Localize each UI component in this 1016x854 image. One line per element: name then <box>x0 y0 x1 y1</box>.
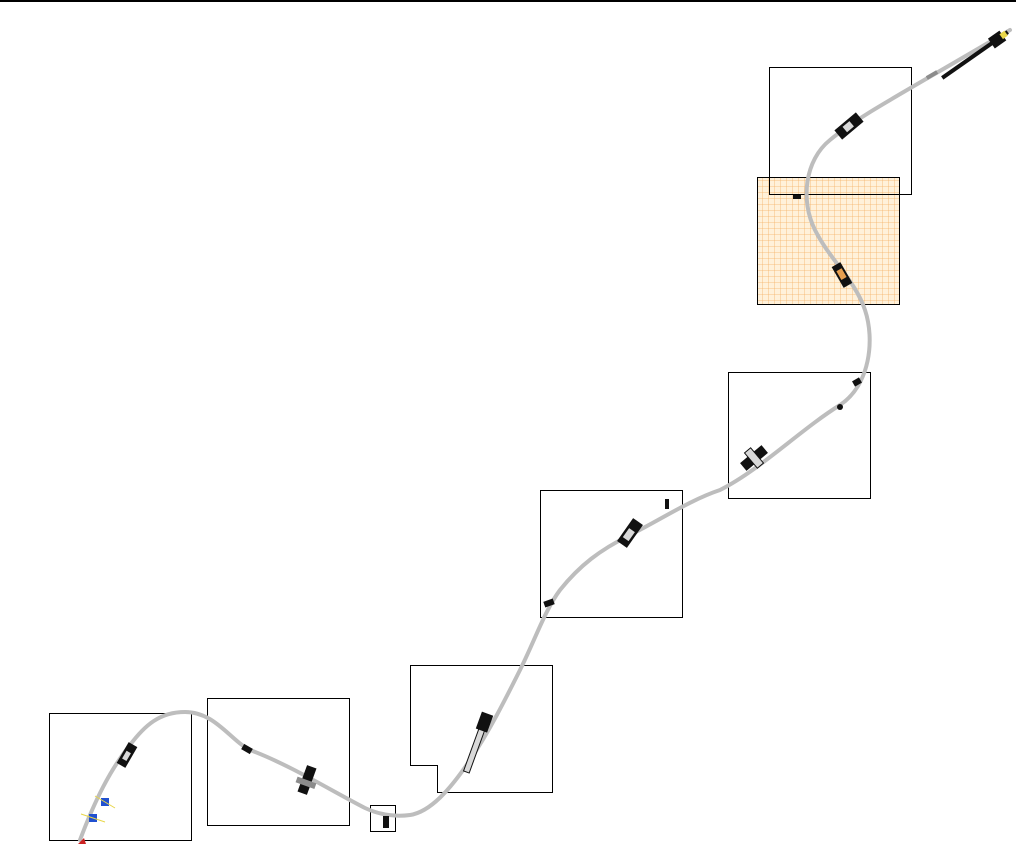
aircraft-part-icon[interactable] <box>834 112 864 140</box>
sheet-frame-2[interactable] <box>207 698 350 826</box>
clamp-icon[interactable] <box>383 816 389 828</box>
sheet-frame-6[interactable] <box>728 372 871 499</box>
terminal-assembly-icon[interactable] <box>939 27 1011 83</box>
aircraft-part-icon[interactable] <box>617 518 643 548</box>
sheet-frame-5[interactable] <box>540 490 683 618</box>
sheet-frame-7-selected[interactable] <box>757 177 900 305</box>
clamp-icon[interactable] <box>665 499 669 509</box>
aircraft-part-icon[interactable] <box>293 763 321 796</box>
sheet-frame-8[interactable] <box>769 67 912 195</box>
sheet-frame-3[interactable] <box>370 805 396 832</box>
components <box>78 27 1011 844</box>
bracket-icon[interactable] <box>461 711 494 774</box>
clamp-icon[interactable] <box>837 404 843 410</box>
sheet-frames <box>49 67 912 841</box>
aircraft-part-icon[interactable] <box>737 441 771 474</box>
sheet-frame-1[interactable] <box>49 713 192 841</box>
aircraft-part-icon[interactable] <box>831 262 853 288</box>
clamp-icon[interactable] <box>543 598 555 608</box>
aircraft-part-icon[interactable] <box>116 742 138 768</box>
connector-icon[interactable] <box>94 795 116 809</box>
end-marker-icon <box>78 838 86 844</box>
clamp-icon[interactable] <box>925 70 939 80</box>
sheet-frame-4[interactable] <box>410 665 553 793</box>
connector-icon[interactable] <box>80 813 106 823</box>
clamp-icon[interactable] <box>241 743 253 755</box>
clamp-icon[interactable] <box>852 377 862 387</box>
route-line <box>78 28 1012 842</box>
clamp-icon[interactable] <box>793 195 801 199</box>
